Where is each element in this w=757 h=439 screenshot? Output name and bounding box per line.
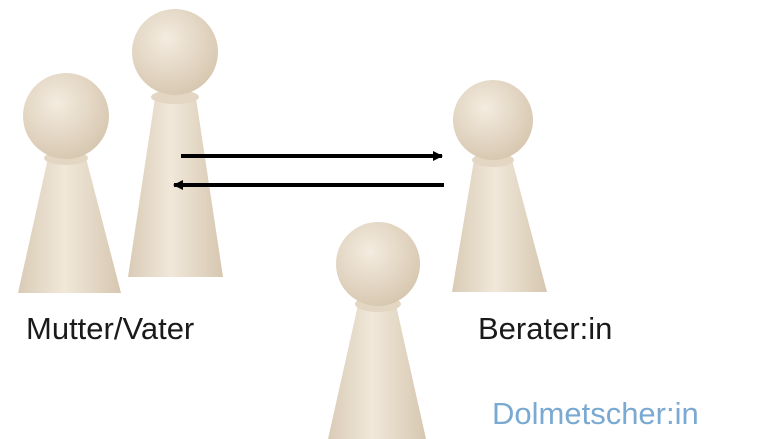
label-counselor: Berater:in	[478, 311, 613, 346]
label-interpreter: Dolmetscher:in	[492, 396, 699, 431]
wooden-figure-parent	[18, 73, 121, 293]
wooden-figure-counselor	[452, 80, 547, 292]
label-parent: Mutter/Vater	[26, 311, 195, 346]
wooden-figure-parent-back	[128, 9, 223, 277]
wooden-figure-interpreter	[328, 222, 426, 439]
